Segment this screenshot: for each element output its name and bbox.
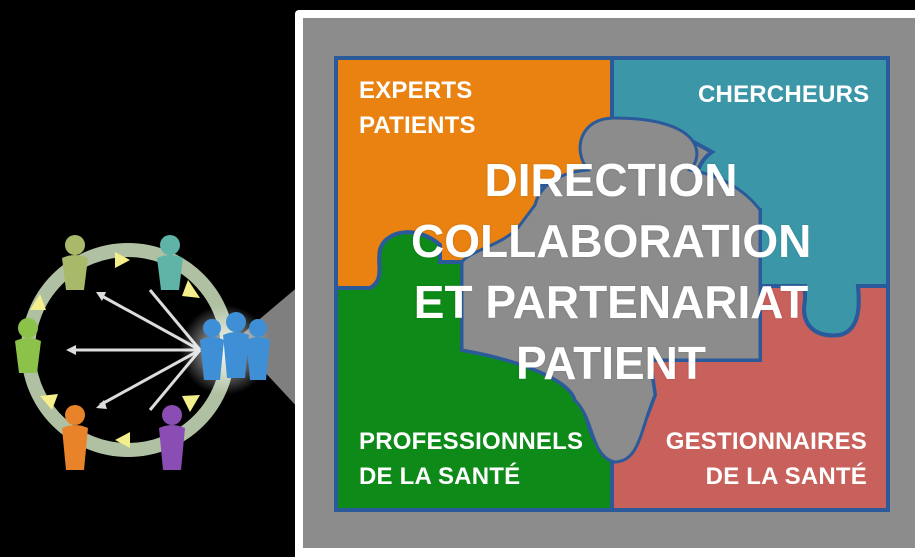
ring-arrows [30, 252, 200, 448]
label-gestionnaires-line-2: DE LA SANTÉ [705, 463, 867, 490]
label-professionnels-line-1: PROFESSIONNELS [359, 428, 584, 455]
center-title-line-4: PATIENT [516, 337, 706, 389]
piece-center-person [460, 116, 762, 464]
label-experts-line-2: PATIENTS [359, 112, 476, 139]
label-chercheurs: CHERCHEURS [698, 77, 869, 112]
label-gestionnaires-line-1: GESTIONNAIRES [665, 428, 867, 455]
inner-arrow-heads [66, 292, 107, 409]
label-experts-patients: EXPERTS PATIENTS [359, 73, 476, 143]
label-professionnels-line-2: DE LA SANTÉ [359, 463, 521, 490]
label-chercheurs-line-1: CHERCHEURS [698, 81, 870, 108]
center-title-line-1: DIRECTION [484, 154, 738, 206]
stakeholder-cycle [15, 235, 270, 470]
figure-green-icon [15, 318, 41, 373]
figure-orange-icon [62, 405, 88, 470]
label-professionnels: PROFESSIONNELS DE LA SANTÉ [359, 424, 583, 494]
figure-olive-icon [62, 235, 88, 290]
center-title-line-2: COLLABORATION [411, 215, 812, 267]
figure-teal-icon [157, 235, 183, 290]
figure-purple-icon [159, 405, 185, 470]
figure-blue-group-icon [200, 312, 270, 380]
label-experts-line-1: EXPERTS [359, 77, 473, 104]
center-title: DIRECTION COLLABORATION ET PARTENARIAT P… [411, 150, 811, 394]
label-gestionnaires: GESTIONNAIRES DE LA SANTÉ [666, 424, 867, 494]
center-title-line-3: ET PARTENARIAT [413, 276, 809, 328]
